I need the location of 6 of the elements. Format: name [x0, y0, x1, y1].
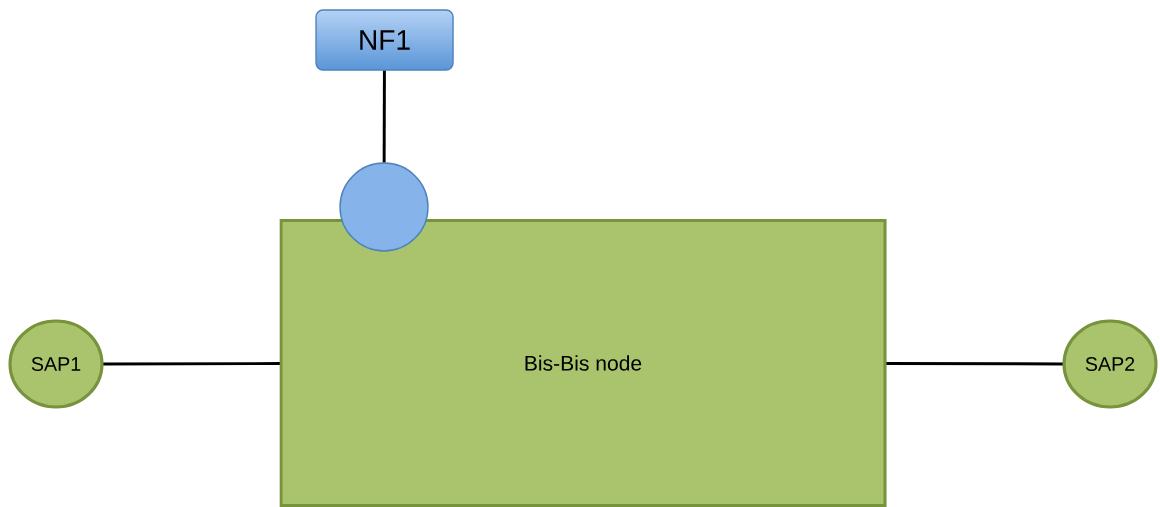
- node-box: Bis-Bis node: [279, 218, 887, 507]
- connector-line: [382, 70, 386, 163]
- port-circle: [339, 162, 429, 252]
- function-box: NF1: [315, 9, 454, 71]
- connector-line: [885, 362, 1064, 366]
- connector-line: [102, 362, 281, 366]
